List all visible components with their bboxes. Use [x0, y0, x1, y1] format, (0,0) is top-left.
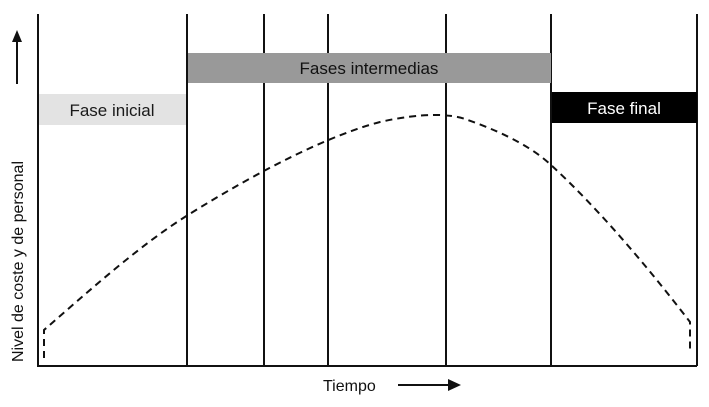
- cost-staffing-curve: [43, 114, 691, 358]
- initial-phase-label: Fase inicial: [69, 101, 154, 120]
- final-phase-band: [552, 92, 697, 123]
- x-axis-arrow-head: [448, 379, 461, 391]
- intermediate-phases-label: Fases intermedias: [300, 59, 439, 78]
- initial-phase-band: [39, 94, 186, 125]
- x-axis-label: Tiempo: [323, 378, 376, 395]
- final-phase-label: Fase final: [587, 99, 661, 118]
- intermediate-phases-band: [188, 53, 551, 83]
- y-axis-label: Nivel de coste y de personal: [10, 161, 27, 362]
- y-axis-arrow-head: [12, 30, 22, 42]
